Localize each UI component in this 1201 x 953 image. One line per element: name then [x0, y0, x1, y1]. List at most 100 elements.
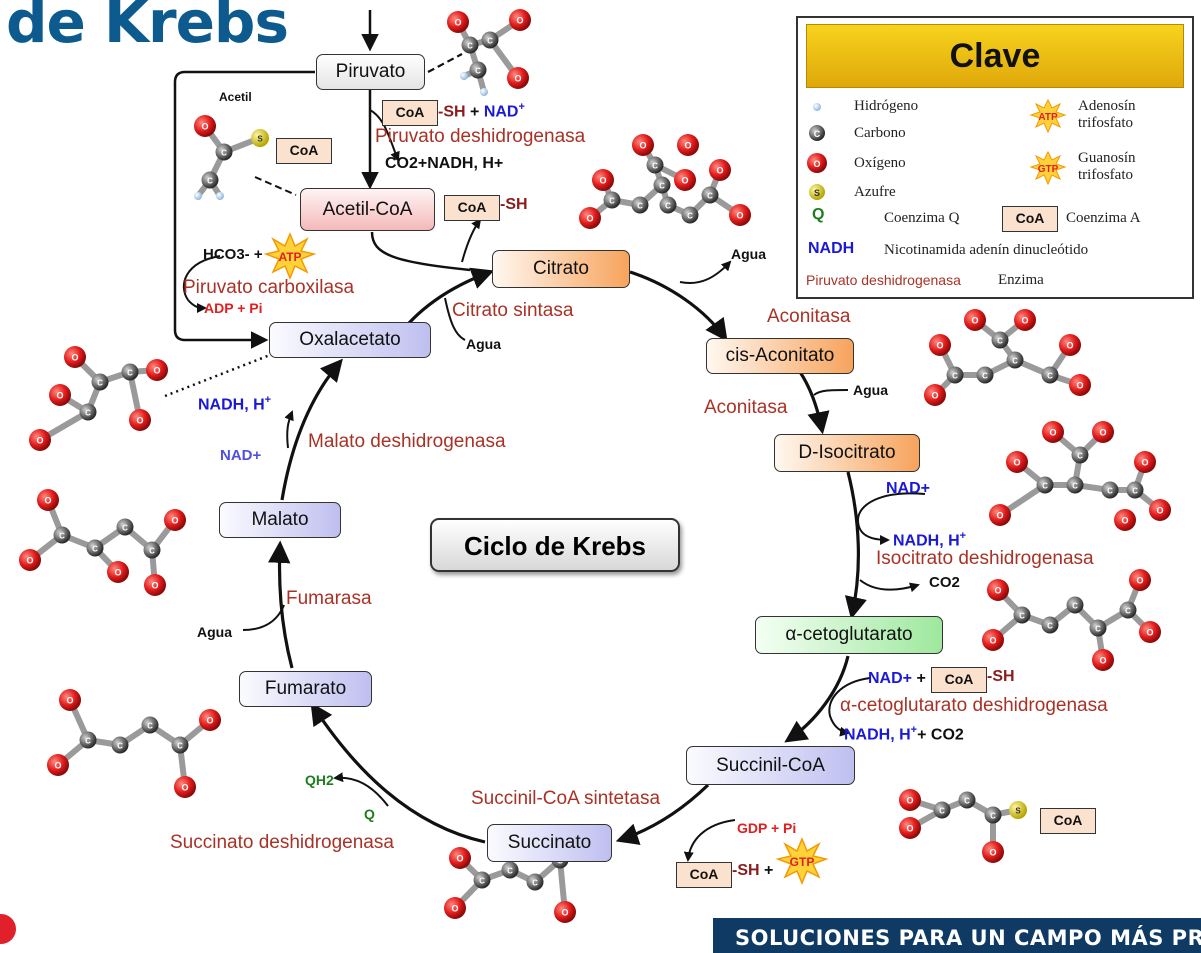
coa-tag-cetoglutarato: CoA — [931, 667, 987, 693]
sh-cetoglutarato: -SH — [987, 668, 1015, 685]
svg-text:O: O — [989, 848, 996, 858]
enzyme-cetoglutarato-deshidrogenasa: α-cetoglutarato deshidrogenasa — [840, 695, 1108, 716]
agua-aconitato: Agua — [853, 382, 888, 398]
legend-hidrogeno: Hidrógeno — [854, 98, 919, 114]
enzyme-isocitrato-deshidrogenasa: Isocitrato deshidrogenasa — [876, 548, 1094, 569]
fumarate-molecule-atom-7: O — [174, 776, 196, 798]
svg-text:O: O — [994, 586, 1001, 596]
svg-text:O: O — [171, 516, 178, 526]
oxalacetate-molecule-atom-2: C — [121, 363, 139, 381]
succinate-molecule-atom-3: C — [501, 861, 519, 879]
svg-text:O: O — [514, 74, 521, 84]
legend-carbono: Carbono — [854, 125, 906, 141]
citrate-molecule-atom-1: C — [603, 191, 621, 209]
svg-text:C: C — [221, 149, 227, 158]
aconitate-molecule-atom-5: O — [929, 334, 951, 356]
svg-text:C: C — [475, 67, 481, 76]
svg-text:C: C — [59, 532, 65, 541]
svg-text:O: O — [71, 353, 78, 363]
svg-text:C: C — [1012, 357, 1018, 366]
svg-text:O: O — [1099, 656, 1106, 666]
cycle-arrow-citrato-aconitato — [629, 270, 728, 342]
aconitate-molecule-atom-8: C — [1041, 366, 1059, 384]
succinato-box: Succinato — [487, 824, 612, 862]
nadh-isocitrato: NADH, H+ — [893, 530, 967, 550]
svg-text:C: C — [1019, 612, 1025, 621]
succinate-molecule-atom-1: C — [473, 871, 491, 889]
svg-text:O: O — [26, 556, 33, 566]
citrate-molecule-atom-9: C — [701, 186, 719, 204]
legend-oxigeno: Oxígeno — [854, 155, 906, 171]
malate-molecule-atom-7: O — [164, 509, 186, 531]
aconitate-molecule-atom-4: C — [946, 366, 964, 384]
svg-text:O: O — [66, 696, 73, 706]
citrate-molecule-atom-13: O — [674, 169, 696, 191]
oxalacetate-molecule-atom-0: O — [64, 346, 86, 368]
svg-text:O: O — [451, 904, 458, 914]
svg-text:O: O — [1099, 428, 1106, 438]
svg-text:C: C — [814, 129, 821, 139]
svg-text:C: C — [1125, 607, 1131, 616]
svg-text:C: C — [207, 177, 213, 186]
nad-cetoglutarato: NAD+ + — [868, 670, 926, 687]
acetyl-molecule-atom-3: S — [251, 129, 269, 147]
legend-coa-label: Coenzima A — [1066, 210, 1141, 226]
cetoglutarate-molecule-atom-2: O — [982, 629, 1004, 651]
coa-tag-citrato: CoA — [444, 195, 500, 221]
svg-text:C: C — [990, 812, 996, 821]
q-label: Q — [364, 806, 375, 822]
nadh-cetoglutarato: NADH, H++ CO2 — [844, 724, 964, 744]
hco3-label: HCO3- + — [203, 246, 263, 263]
malato-box: Malato — [219, 502, 341, 538]
footer-banner: SOLUCIONES PARA UN CAMPO MÁS PRO — [713, 918, 1201, 953]
svg-text:C: C — [85, 737, 91, 746]
svg-text:O: O — [931, 391, 938, 401]
svg-text:C: C — [939, 807, 945, 816]
isocitrate-molecule-atom-6: O — [989, 504, 1011, 526]
citrato-box: Citrato — [492, 250, 630, 288]
malate-molecule-atom-4: C — [116, 518, 134, 536]
succinil-coa-box: Succinil-CoA — [686, 746, 855, 785]
isocitrate-molecule-atom-1: O — [1092, 421, 1114, 443]
cycle-arrow-succinato-fumarato — [310, 702, 486, 844]
aconitate-molecule-atom-2: C — [991, 331, 1009, 349]
succinate-molecule-atom-7: O — [554, 901, 576, 923]
gtp-burst: GTP — [775, 837, 829, 885]
cycle-arrow-cetoglutarato-succinilcoa — [784, 655, 850, 743]
citrate-molecule-atom-2: O — [579, 207, 601, 229]
svg-text:C: C — [1042, 482, 1048, 491]
malate-molecule-atom-6: C — [143, 541, 161, 559]
fumarate-molecule-atom-3: C — [111, 736, 129, 754]
isocitrate-molecule-atom-7: C — [1101, 481, 1119, 499]
atp-label: ATP — [278, 250, 301, 264]
svg-text:S: S — [257, 135, 263, 144]
aconitate-molecule-atom-1: O — [1014, 309, 1036, 331]
svg-text:O: O — [906, 796, 913, 806]
acetyl-molecule-atom-4 — [194, 192, 202, 200]
oxygen-icon — [807, 153, 827, 173]
isocitrate-molecule-atom-3: C — [1066, 476, 1084, 494]
citrate-molecule-atom-4: C — [653, 176, 671, 194]
svg-text:O: O — [136, 416, 143, 426]
svg-text:C: C — [1047, 622, 1053, 631]
legend-nadh-label: Nicotinamida adenín dinucleótido — [884, 242, 1089, 258]
acetyl-molecule-atom-1: C — [215, 143, 233, 161]
svg-text:O: O — [1076, 381, 1083, 391]
cetoglutarate-molecule-atom-3: C — [1041, 616, 1059, 634]
oxalacetate-molecule-atom-7: O — [29, 429, 51, 451]
svg-text:C: C — [1107, 487, 1113, 496]
cetoglutarate-molecule-atom-5: C — [1089, 619, 1107, 637]
svg-text:C: C — [1132, 487, 1138, 496]
legend-azufre: Azufre — [854, 184, 896, 200]
citrate-molecule-atom-3: C — [631, 196, 649, 214]
cetoglutarate-molecule-atom-4: C — [1066, 596, 1084, 614]
legend-icons: C O S ATP GTP — [807, 98, 1067, 200]
piruvato-box: Piruvato — [316, 54, 425, 90]
enzyme-piruvato-carboxilasa: Piruvato carboxilasa — [183, 277, 355, 298]
gtp-label: GTP — [790, 855, 815, 869]
succinyl-coa-molecule-atom-2: C — [933, 801, 951, 819]
enzyme-succinil-coa-sintetasa: Succinil-CoA sintetasa — [471, 788, 661, 809]
svg-text:C: C — [127, 369, 133, 378]
svg-text:O: O — [1156, 506, 1163, 516]
